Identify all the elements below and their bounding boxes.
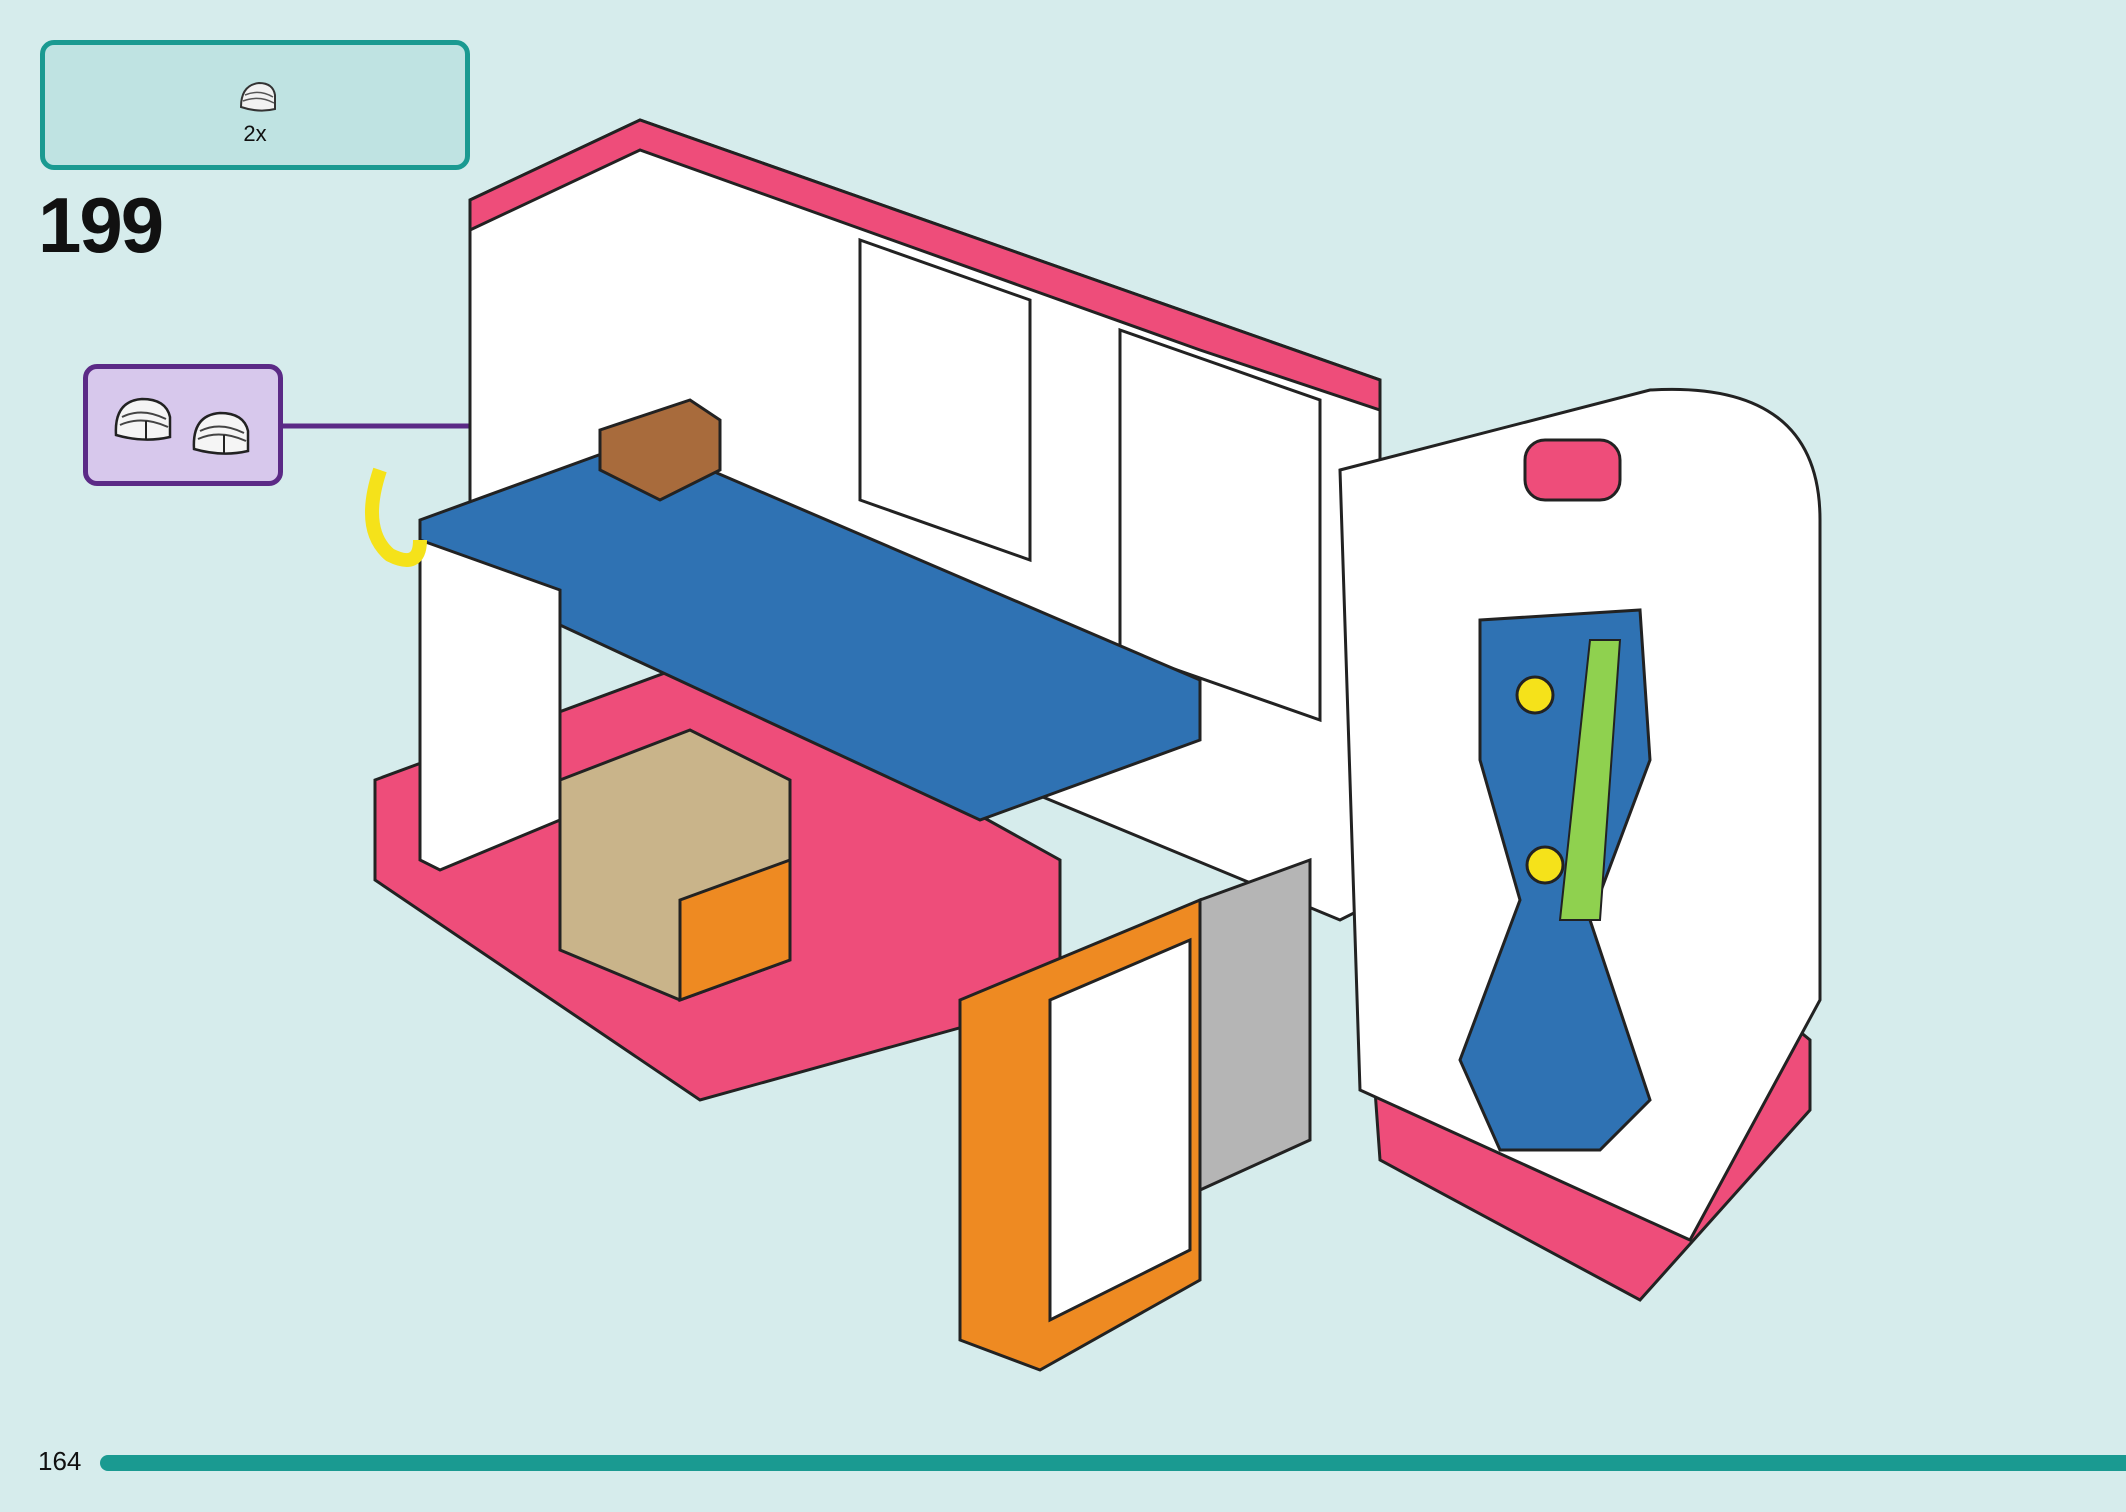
yellow-hold bbox=[1525, 845, 1565, 885]
pink-top-trim bbox=[468, 118, 1382, 413]
callout-piece-1-icon bbox=[114, 397, 172, 441]
progress-bar bbox=[100, 1455, 2126, 1471]
sub-assembly-callout bbox=[83, 364, 283, 486]
parts-list-box: 2x bbox=[40, 40, 470, 170]
grey-door bbox=[1198, 857, 1312, 1193]
step-number: 199 bbox=[38, 181, 164, 269]
window-left bbox=[858, 237, 1032, 563]
callout-piece-2-icon bbox=[192, 411, 250, 455]
pink-column-cap bbox=[1523, 438, 1622, 502]
yellow-hook bbox=[365, 467, 427, 567]
locker-doors bbox=[1048, 937, 1192, 1323]
yellow-hold bbox=[1515, 675, 1555, 715]
part-quantity: 2x bbox=[243, 121, 267, 146]
lime-column-strip bbox=[1558, 639, 1622, 921]
brown-crate bbox=[598, 398, 722, 502]
left-lower-wall bbox=[418, 537, 562, 872]
orange-cabinet bbox=[678, 857, 792, 1003]
page-number: 164 bbox=[38, 1446, 82, 1476]
window-right bbox=[1118, 327, 1322, 723]
white-curved-slope-piece-icon bbox=[239, 81, 276, 112]
